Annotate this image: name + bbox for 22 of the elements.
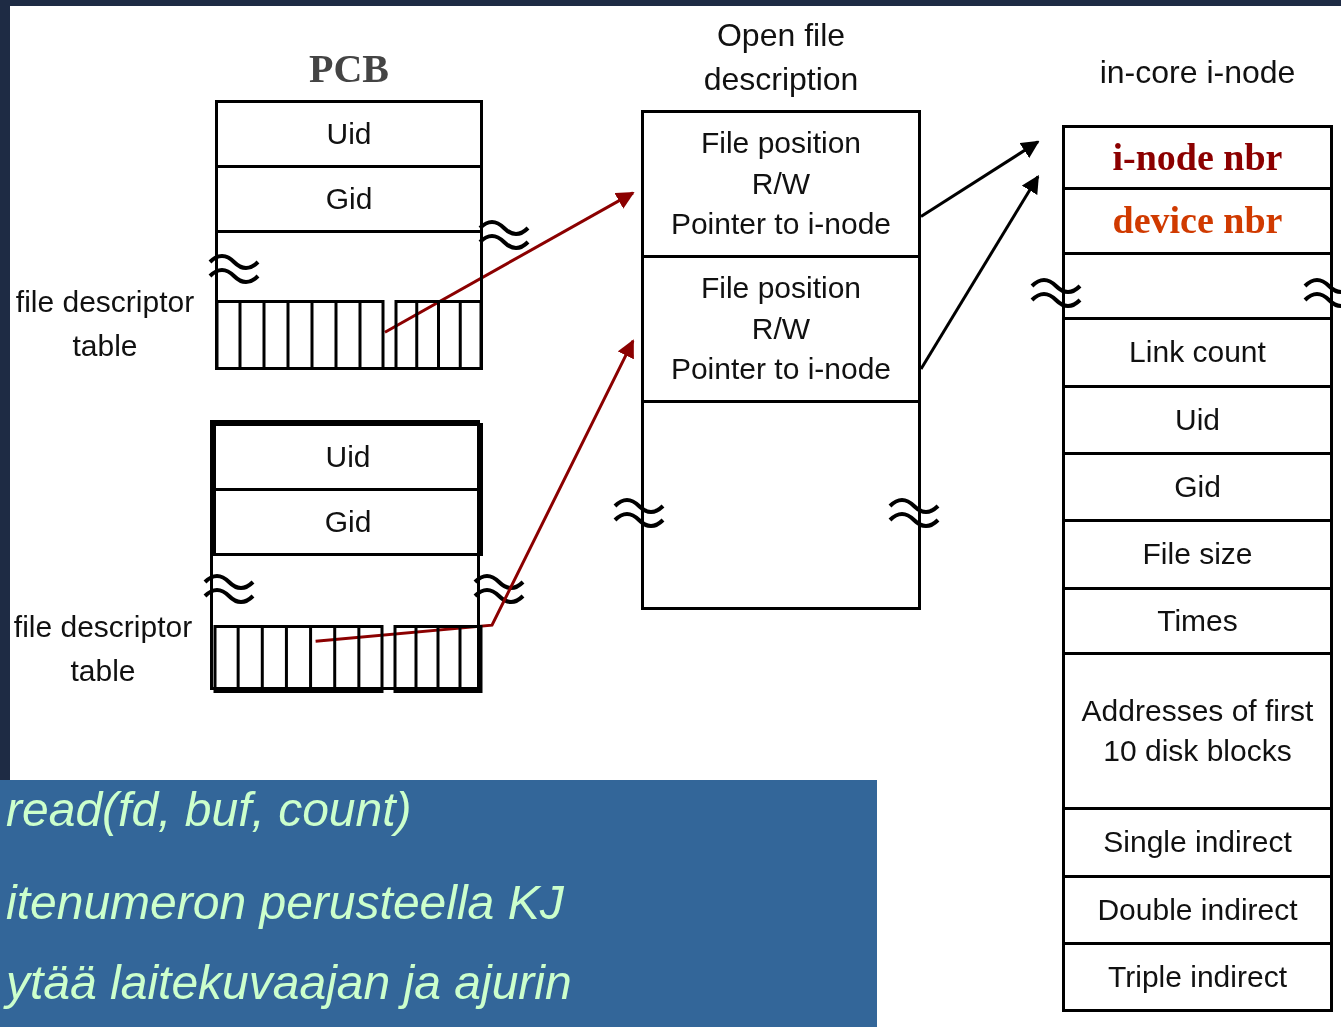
table-caption: file descriptor table bbox=[13, 609, 193, 689]
slide-text: read(fd, buf, count) bbox=[6, 782, 412, 837]
arrow bbox=[919, 174, 1040, 370]
field-text: R/W bbox=[751, 310, 811, 347]
field-text: File position bbox=[700, 270, 862, 307]
arrow bbox=[315, 339, 635, 643]
descriptor-table bbox=[215, 300, 483, 370]
table-title: PCB bbox=[308, 45, 390, 93]
arrow bbox=[920, 140, 1040, 218]
field-text: Pointer to i-node bbox=[670, 351, 892, 388]
arrow bbox=[384, 191, 635, 334]
field-text: R/W bbox=[751, 165, 811, 202]
table-title: Open file description bbox=[702, 16, 860, 99]
field-text: File position bbox=[700, 125, 862, 162]
table-title: in-core i-node bbox=[1098, 52, 1297, 92]
table-row: Gid bbox=[213, 488, 483, 556]
table-row: Uid bbox=[213, 423, 483, 491]
field-text: Pointer to i-node bbox=[670, 206, 892, 243]
slide-text: itenumeron perusteella KJ bbox=[6, 875, 564, 930]
table-caption: file descriptor table bbox=[15, 284, 195, 364]
record-table bbox=[210, 420, 480, 690]
descriptor-table bbox=[213, 625, 483, 693]
